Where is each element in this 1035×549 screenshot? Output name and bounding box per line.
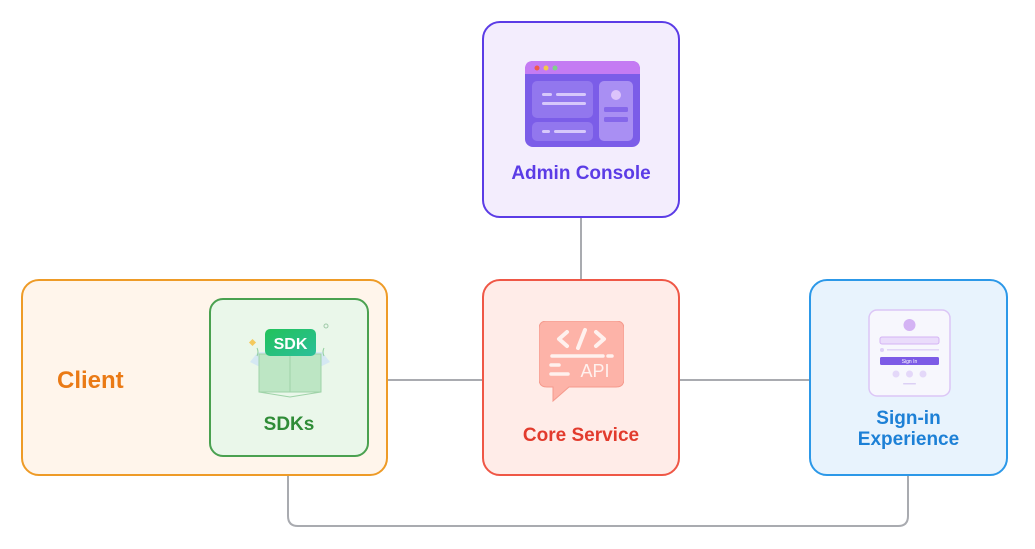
sign-in-form-icon: Sign In [868, 309, 951, 402]
signin-button-text: Sign In [902, 359, 918, 365]
client-label: Client [57, 367, 124, 394]
api-chat-icon: API [538, 320, 625, 411]
sdk-badge-text: SDK [274, 336, 308, 353]
browser-dashboard-icon [525, 61, 640, 152]
admin-console-node[interactable]: Admin Console [482, 21, 680, 218]
admin-console-label: Admin Console [511, 163, 651, 184]
edge-sdks-signin [287, 457, 909, 527]
core-service-label: Core Service [522, 425, 640, 446]
signin-experience-node[interactable]: Sign In Sign-in Experience [809, 279, 1008, 476]
api-badge-text: API [580, 361, 609, 381]
core-service-node[interactable]: API Core Service [482, 279, 680, 476]
sdks-label: SDKs [263, 414, 315, 435]
sdks-node[interactable]: SDK SDKs [209, 298, 369, 457]
signin-label-line1: Sign-in [876, 408, 941, 429]
sdk-box-icon: SDK [240, 318, 340, 405]
signin-experience-label: Sign-in Experience [811, 408, 1006, 450]
signin-label-line2: Experience [857, 429, 960, 450]
